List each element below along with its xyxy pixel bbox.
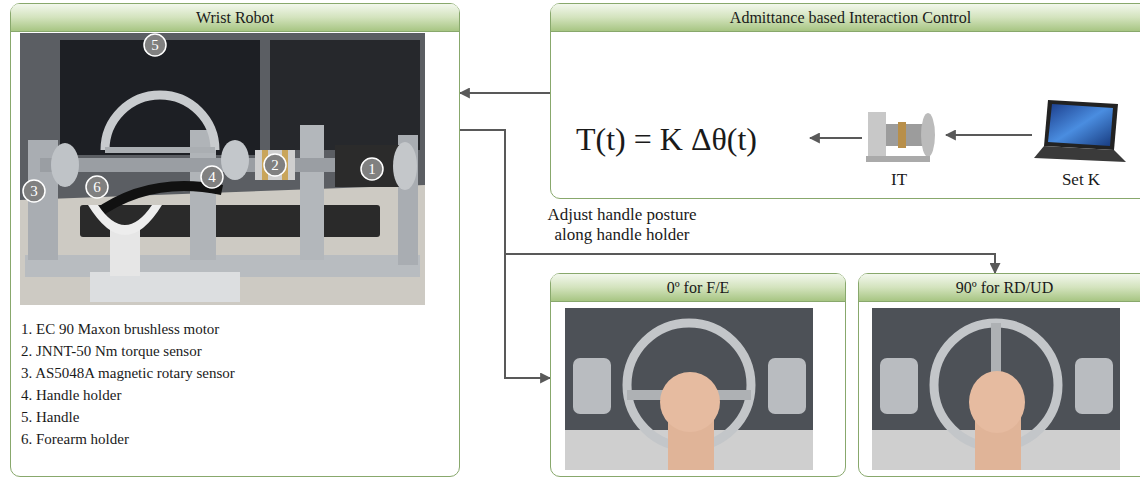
callout-circle bbox=[86, 176, 108, 198]
it-device-photo bbox=[866, 156, 930, 162]
text-slot: 6. Forearm holder bbox=[21, 430, 129, 448]
label-slot: 1 bbox=[360, 159, 384, 179]
robot-photo bbox=[95, 186, 222, 215]
part-list-item: 3. AS5048A magnetic rotary sensor bbox=[21, 364, 235, 382]
rdud-posture-photo bbox=[1075, 358, 1113, 414]
fe-posture-photo bbox=[627, 323, 751, 447]
robot-photo bbox=[80, 205, 380, 237]
laptop-photo bbox=[1044, 100, 1118, 150]
text-slot: T(t) = K Δθ(t) bbox=[576, 120, 757, 158]
part-list-item: 1. EC 90 Maxon brushless motor bbox=[21, 320, 219, 338]
robot-photo bbox=[20, 33, 425, 305]
text-slot: Wrist Robot bbox=[11, 4, 459, 32]
panel-title: Admittance based Interaction Control bbox=[551, 4, 1140, 32]
it-device-photo bbox=[898, 122, 906, 148]
callout-number: 2 bbox=[271, 157, 279, 173]
fe-posture-photo bbox=[660, 372, 720, 432]
label-slot: Adjust handle posture along handle holde… bbox=[533, 205, 711, 244]
fe-posture-photo bbox=[565, 308, 813, 470]
callout-number: 1 bbox=[368, 161, 376, 177]
fe-posture-photo bbox=[565, 308, 813, 470]
part-list-item: 4. Handle holder bbox=[21, 386, 121, 404]
panel-text: T(t) = K Δθ(t) bbox=[576, 120, 757, 158]
rdud-posture-photo bbox=[872, 308, 1120, 470]
panel-text: IT bbox=[859, 170, 939, 190]
text-slot: 0º for F/E bbox=[551, 274, 845, 302]
part-list-item: 6. Forearm holder bbox=[21, 430, 129, 448]
callout-circle bbox=[361, 158, 383, 180]
callout-number: 4 bbox=[208, 169, 216, 185]
it-device-photo bbox=[868, 112, 886, 158]
robot-photo bbox=[20, 185, 425, 305]
connector-arrow bbox=[460, 92, 550, 94]
callout-circle bbox=[201, 166, 223, 188]
robot-photo bbox=[270, 40, 420, 150]
text-slot: 90º for RD/UD bbox=[859, 274, 1140, 302]
panel-box: Wrist Robot 1. EC 90 Maxon brushless moto… bbox=[10, 3, 460, 477]
text-slot: 2. JNNT-50 Nm torque sensor bbox=[21, 342, 202, 360]
signal-arrow bbox=[810, 135, 1032, 138]
robot-photo bbox=[393, 142, 417, 190]
robot-photo bbox=[60, 40, 260, 155]
text-slot: Admittance based Interaction Control bbox=[551, 4, 1140, 32]
robot-photo bbox=[51, 143, 79, 187]
robot-photo bbox=[90, 272, 240, 302]
text-slot: IT bbox=[859, 170, 939, 190]
label-slot: 3 bbox=[22, 181, 46, 201]
callout-number: 6 bbox=[93, 179, 101, 195]
robot-photo bbox=[110, 228, 140, 276]
panel-title: 90º for RD/UD bbox=[859, 274, 1140, 302]
robot-photo bbox=[105, 147, 215, 153]
panel-box: 90º for RD/UD bbox=[858, 273, 1140, 477]
text-slot: Set K bbox=[1041, 170, 1121, 190]
text-slot: 5. Handle bbox=[21, 408, 79, 426]
part-list-item: 5. Handle bbox=[21, 408, 79, 426]
laptop-photo bbox=[1034, 100, 1126, 162]
part-list-item: 2. JNNT-50 Nm torque sensor bbox=[21, 342, 202, 360]
signal-arrow bbox=[810, 137, 862, 139]
connector-label: Adjust handle posture along handle holde… bbox=[533, 205, 711, 244]
robot-photo bbox=[105, 95, 215, 150]
panel-box: Admittance based Interaction ControlT(t)… bbox=[550, 3, 1140, 199]
text-slot: 3. AS5048A magnetic rotary sensor bbox=[21, 364, 235, 382]
callout-number: 5 bbox=[151, 37, 159, 53]
panel-box: 0º for F/E bbox=[550, 273, 846, 477]
label-slot: 5 bbox=[143, 35, 167, 55]
text-slot: 4. Handle holder bbox=[21, 386, 121, 404]
robot-photo bbox=[255, 150, 295, 180]
robot-photo bbox=[20, 33, 425, 305]
callout-circle bbox=[264, 154, 286, 176]
panel-title: 0º for F/E bbox=[551, 274, 845, 302]
rdud-posture-photo bbox=[969, 371, 1025, 433]
rdud-posture-photo bbox=[872, 308, 1120, 470]
panel-title: Wrist Robot bbox=[11, 4, 459, 32]
laptop-photo bbox=[1048, 104, 1113, 146]
fe-posture-photo bbox=[573, 358, 611, 414]
robot-photo bbox=[88, 205, 162, 235]
callout-circle bbox=[23, 34, 383, 202]
laptop-photo bbox=[1034, 146, 1126, 162]
label-slot: 2 bbox=[263, 155, 287, 175]
it-device-photo bbox=[866, 112, 935, 162]
it-device-photo bbox=[921, 113, 935, 157]
label-slot: 4 bbox=[200, 167, 224, 187]
text-slot: 1. EC 90 Maxon brushless motor bbox=[21, 320, 219, 338]
panel-text: Set K bbox=[1041, 170, 1121, 190]
signal-arrow bbox=[946, 134, 1032, 136]
callout-number: 3 bbox=[30, 183, 38, 199]
label-slot: 6 bbox=[85, 177, 109, 197]
robot-photo bbox=[300, 125, 324, 260]
callout-circle bbox=[23, 180, 45, 202]
robot-photo bbox=[221, 140, 249, 180]
rdud-posture-photo bbox=[934, 323, 1058, 447]
rdud-posture-photo bbox=[880, 358, 918, 414]
callout-circle bbox=[144, 34, 166, 56]
fe-posture-photo bbox=[768, 358, 806, 414]
